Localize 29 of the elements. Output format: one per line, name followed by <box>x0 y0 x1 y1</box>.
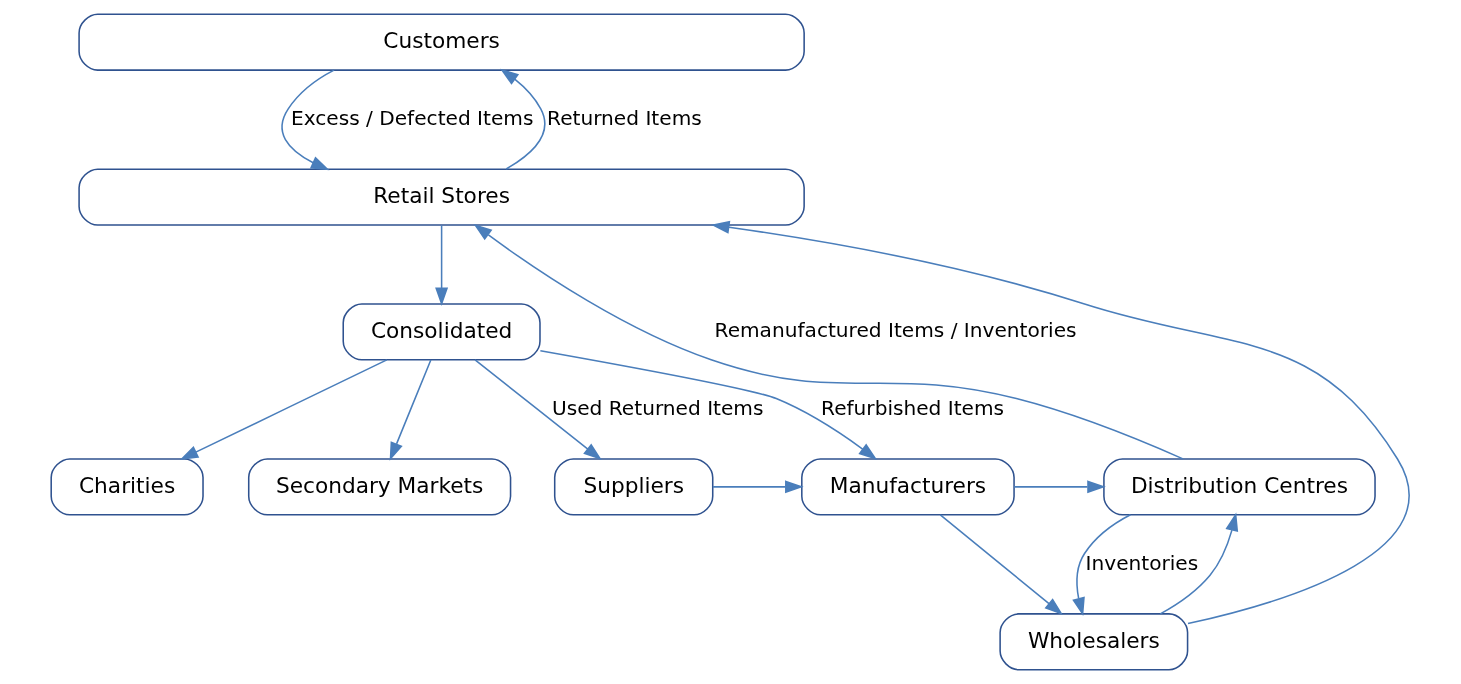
node-box: Customers <box>78 13 805 71</box>
arrow <box>939 514 1063 616</box>
node-box: Consolidated <box>342 303 541 361</box>
edge-label: Remanufactured Items / Inventories <box>714 318 1077 343</box>
arrow <box>281 69 335 171</box>
arrow <box>473 223 1184 460</box>
node-box: Suppliers <box>553 458 714 516</box>
node-box: Secondary Markets <box>247 458 512 516</box>
node-box: Retail Stores <box>78 168 805 226</box>
node-box: Charities <box>50 458 204 516</box>
arrow <box>435 224 449 307</box>
arrow <box>474 359 602 461</box>
arrow <box>1159 512 1239 615</box>
edge-label: Excess / Defected Items <box>290 105 534 130</box>
node-box: Distribution Centres <box>1103 458 1376 516</box>
arrow <box>179 359 388 460</box>
arrow <box>710 220 1410 625</box>
arrow <box>1013 480 1106 494</box>
edge-label: Returned Items <box>547 105 702 130</box>
node-box: Wholesalers <box>999 613 1189 671</box>
arrow <box>389 359 432 461</box>
node-box: Manufacturers <box>801 458 1015 516</box>
arrow <box>712 480 804 494</box>
edge-label: Inventories <box>1085 550 1199 575</box>
arrow <box>1072 514 1132 617</box>
edge-label: Used Returned Items <box>552 395 764 420</box>
arrow <box>500 68 546 170</box>
arrow <box>539 349 878 460</box>
edge-label: Refurbished Items <box>821 395 1005 420</box>
